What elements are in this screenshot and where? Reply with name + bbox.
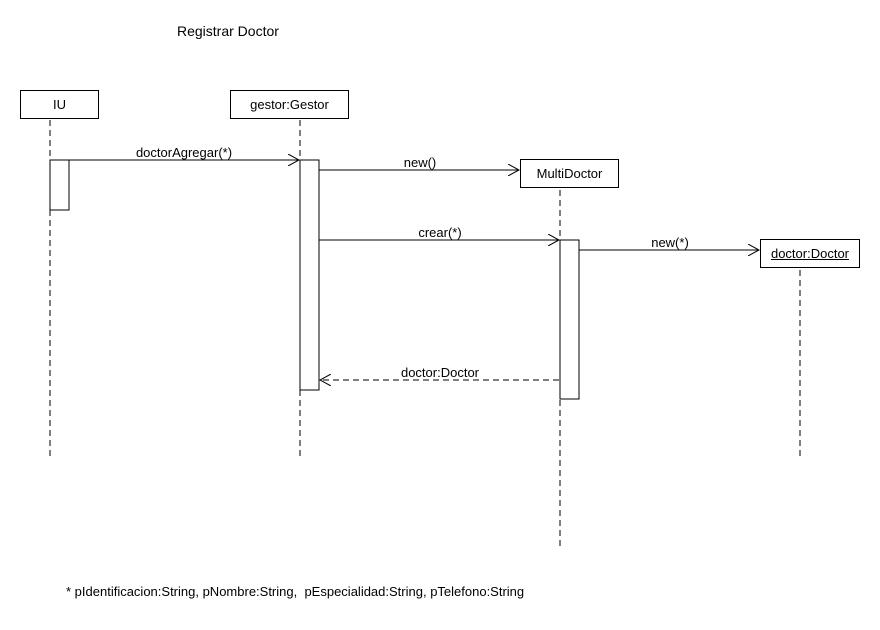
lifeline-iu-label: IU	[53, 97, 66, 112]
lifeline-iu-box: IU	[20, 90, 99, 119]
message-new-multidoctor-label: new()	[403, 155, 437, 170]
activation-gestor	[299, 159, 320, 391]
diagram-title: Registrar Doctor	[177, 23, 279, 39]
parameter-footnote: * pIdentificacion:String, pNombre:String…	[66, 584, 525, 599]
lifeline-multidoctor-label: MultiDoctor	[536, 166, 603, 181]
message-doctoragregar-label: doctorAgregar(*)	[135, 145, 233, 160]
lifeline-gestor-box: gestor:Gestor	[230, 90, 349, 119]
activation-iu	[49, 159, 70, 211]
message-return-label: doctor:Doctor	[400, 365, 480, 380]
message-crear-label: crear(*)	[418, 225, 462, 240]
lifeline-doctor-box: doctor:Doctor	[760, 239, 860, 268]
lifeline-gestor-label: gestor:Gestor	[250, 97, 329, 112]
activation-multidoctor	[559, 239, 580, 400]
lifeline-multidoctor-box: MultiDoctor	[520, 159, 619, 188]
lifeline-doctor-label: doctor:Doctor	[770, 246, 850, 261]
message-new-doctor-label: new(*)	[651, 235, 689, 250]
